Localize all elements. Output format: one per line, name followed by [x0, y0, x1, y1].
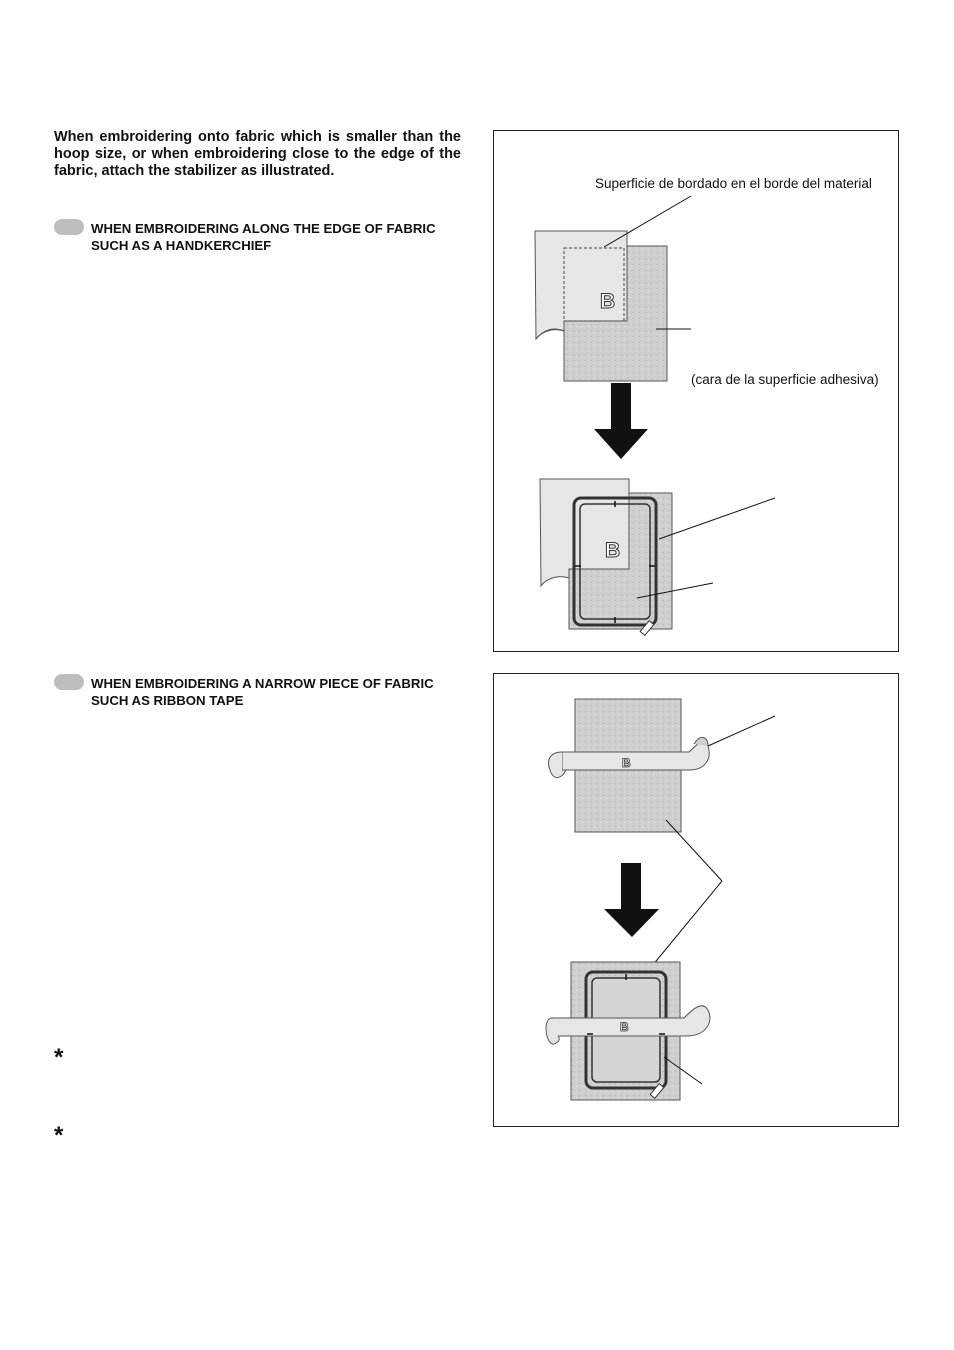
frame-clip-icon [639, 620, 655, 636]
letter-b-bottom: B [604, 539, 621, 562]
note-asterisk: * [54, 1044, 64, 1071]
label-adhesive-side: (cara de la superficie adhesiva) [691, 372, 879, 387]
section-bullet-icon [54, 674, 84, 690]
letter-b-bottom: B [620, 1020, 629, 1035]
ribbon-illustration [545, 698, 776, 1101]
ribbon-tape [561, 740, 710, 771]
letter-b-top: B [622, 756, 631, 771]
embroidery-frame [572, 496, 658, 627]
section-bullet-icon [54, 219, 84, 235]
intro-paragraph: When embroidering onto fabric which is s… [54, 129, 461, 179]
frame-clip-icon [649, 1083, 665, 1099]
section-heading: WHEN EMBROIDERING A NARROW PIECE OF FABR… [91, 676, 434, 708]
down-arrow-icon [594, 383, 648, 459]
down-arrow-icon [604, 863, 659, 937]
letter-b-top: B [599, 290, 616, 313]
handkerchief-illustration [534, 195, 776, 636]
note-asterisk: * [54, 1122, 64, 1149]
embroidery-area-outline [563, 247, 625, 322]
label-embroidery-surface: Superficie de bordado en el borde del ma… [595, 176, 872, 191]
figure-ribbon: B B [493, 673, 899, 1127]
figure-handkerchief: Superficie de bordado en el borde del ma… [493, 130, 899, 652]
section-heading: WHEN EMBROIDERING ALONG THE EDGE OF FABR… [91, 221, 436, 253]
ribbon-tape [551, 1005, 711, 1037]
fabric-piece [539, 478, 630, 588]
